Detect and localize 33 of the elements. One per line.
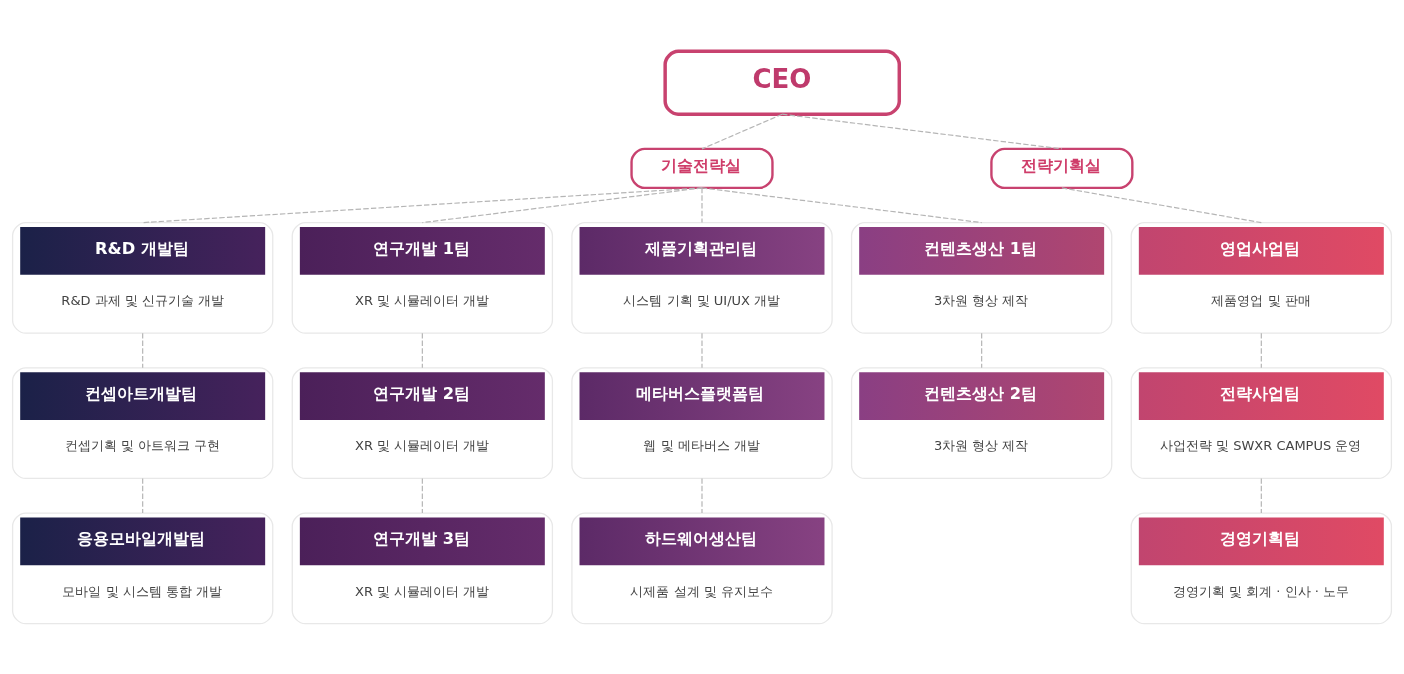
node-box: 제품기획관리팀 시스템 기획 및 UI/UX 개발 (571, 221, 833, 334)
connector (1260, 477, 1262, 514)
node-box: 영업사업팀 제품영업 및 판매 (1130, 221, 1393, 334)
connector (421, 186, 703, 223)
node-box: 컨텐츠생산 1팀 3차원 형상 제작 (850, 221, 1113, 334)
connector (421, 477, 423, 514)
connector (142, 186, 703, 223)
connector (142, 477, 144, 514)
connector (701, 186, 983, 223)
connector (1061, 186, 1262, 223)
node-box: 경영기획팀 경영기획 및 회계 · 인사 · 노무 (1130, 511, 1393, 624)
node-box: 기술전략실 (630, 147, 774, 189)
node-box: 컨텐츠생산 2팀 3차원 형상 제작 (850, 366, 1113, 479)
node-box: 연구개발 2팀 XR 및 시뮬레이터 개발 (291, 366, 554, 479)
node-box: 응용모바일개발팀 모바일 및 시스템 통합 개발 (11, 511, 274, 624)
connector (981, 332, 983, 368)
connector (421, 332, 423, 368)
node-box: 컨셉아트개발팀 컨셉기획 및 아트워크 구현 (11, 366, 274, 479)
connector (781, 113, 1063, 149)
connector (142, 332, 144, 368)
connector (701, 477, 703, 514)
node-box: CEO (663, 49, 901, 116)
node-box: 연구개발 1팀 XR 및 시뮬레이터 개발 (291, 221, 554, 334)
connector (701, 113, 783, 149)
node-box: 연구개발 3팀 XR 및 시뮬레이터 개발 (291, 511, 554, 624)
node-box: 전략기획실 (990, 147, 1134, 189)
connector (701, 186, 703, 223)
node-box: R&D 개발팀 R&D 과제 및 신규기술 개발 (11, 221, 274, 334)
connector (1260, 332, 1262, 368)
node-box: 하드웨어생산팀 시제품 설계 및 유지보수 (571, 511, 833, 624)
connector (701, 332, 703, 368)
node-box: 메타버스플랫폼팀 웹 및 메타버스 개발 (571, 366, 833, 479)
node-box: 전략사업팀 사업전략 및 SWXR CAMPUS 운영 (1130, 366, 1393, 479)
